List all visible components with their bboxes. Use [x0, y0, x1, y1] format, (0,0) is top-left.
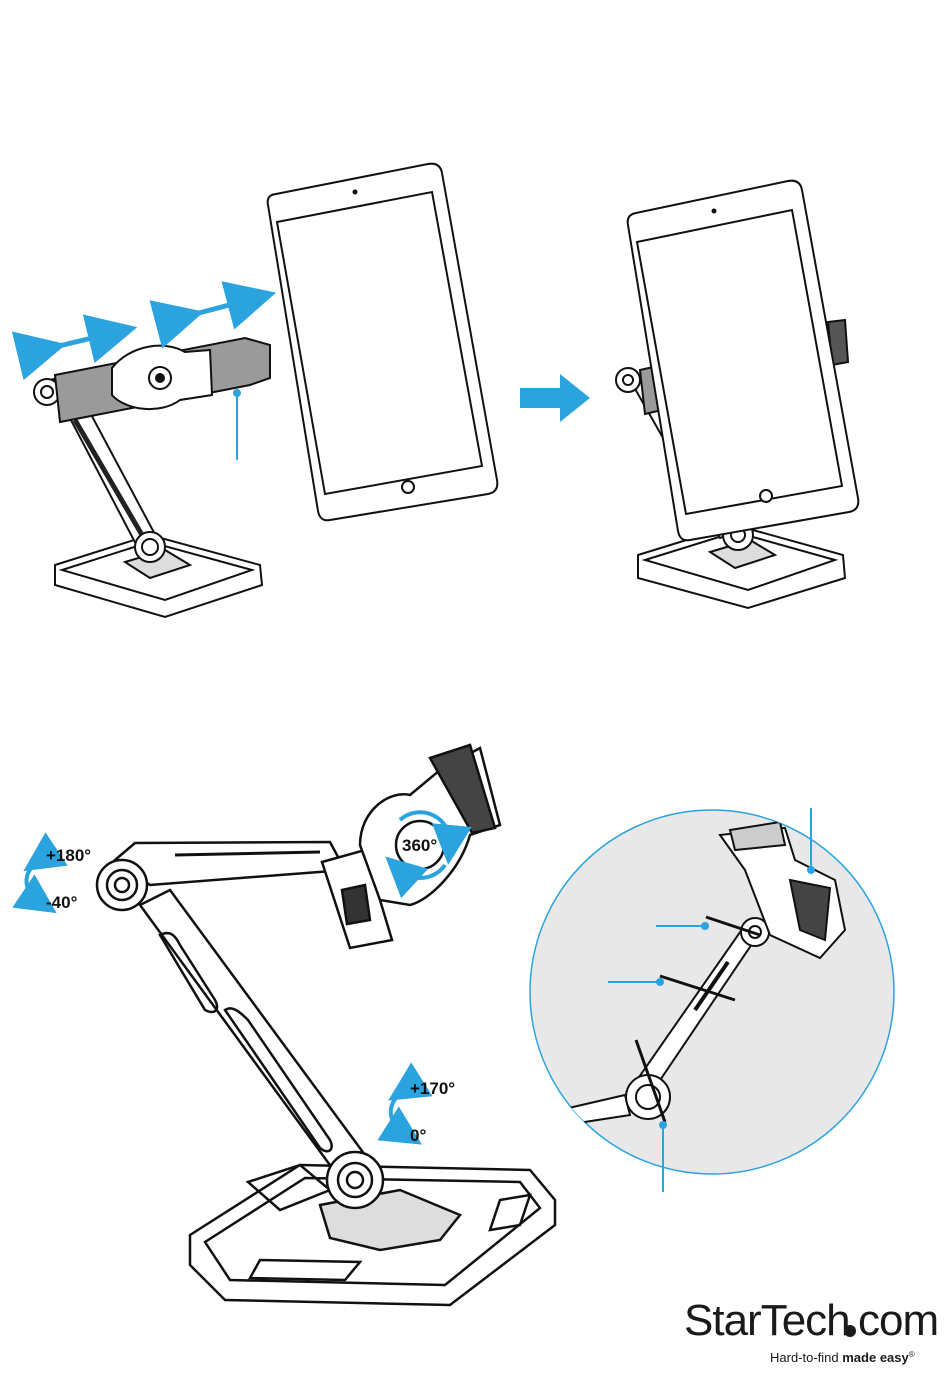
stand-before-install [34, 338, 270, 617]
upper-tilt-minus-label: -40° [46, 893, 78, 912]
rotation-label: 360° [402, 836, 437, 855]
tablet-loose [268, 164, 498, 521]
lower-tilt-plus-label: +170° [410, 1079, 455, 1098]
stand-large [97, 745, 555, 1305]
upper-tilt-arrow [27, 860, 41, 902]
stand-with-tablet [616, 181, 858, 608]
extend-arrow-left [42, 333, 113, 350]
logo-wordmark-left: StarTech [684, 1296, 850, 1345]
next-step-arrow [520, 374, 590, 422]
logo-dot [844, 1325, 856, 1337]
logo-wordmark-right: com [858, 1296, 938, 1345]
logo-registered: ® [909, 1350, 915, 1359]
startech-logo: StarTech com Hard-to-find made easy® [684, 1296, 938, 1365]
holder-callout-dot [233, 389, 241, 397]
logo-tagline-regular: Hard-to-find [770, 1350, 842, 1365]
extend-arrow-right [180, 299, 252, 318]
lower-tilt-arrow [391, 1090, 405, 1134]
upper-tilt-plus-label: +180° [46, 846, 91, 865]
lower-tilt-zero-label: 0° [410, 1126, 426, 1145]
logo-tagline-bold: made easy [842, 1350, 909, 1365]
logo-tagline: Hard-to-find made easy® [770, 1350, 915, 1365]
